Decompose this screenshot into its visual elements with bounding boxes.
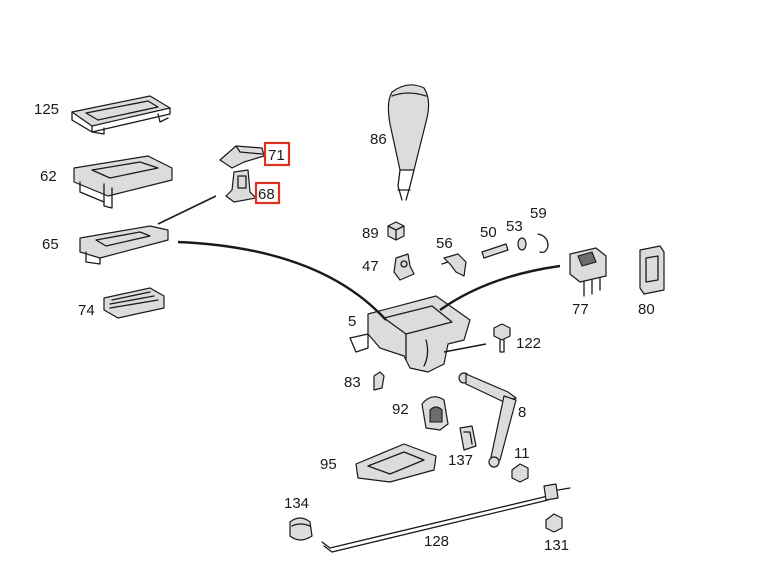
label-92: 92 (392, 401, 409, 418)
label-56: 56 (436, 235, 453, 252)
label-80: 80 (638, 301, 655, 318)
part-59-circlip (537, 233, 549, 254)
part-8-lever-arm (458, 372, 517, 468)
label-74: 74 (78, 302, 95, 319)
part-134-grommet (289, 517, 313, 541)
label-11: 11 (514, 445, 530, 462)
part-80-module (639, 245, 665, 295)
part-131-nut (545, 513, 563, 533)
part-137-clip (459, 425, 477, 451)
label-89: 89 (362, 225, 379, 242)
part-77-switch (569, 247, 607, 297)
part-86-shift-knob (387, 84, 430, 201)
part-56-lever (441, 253, 467, 277)
part-89-nut (387, 221, 405, 241)
label-122: 122 (516, 335, 541, 352)
part-83-pin (373, 371, 385, 391)
label-62: 62 (40, 168, 57, 185)
part-128-cable-rod (321, 483, 571, 553)
part-71-clip (219, 145, 265, 169)
highlight-box-71 (263, 141, 291, 167)
leader-lines (157, 195, 561, 353)
part-65-selector-plate (79, 225, 169, 265)
label-5: 5 (348, 313, 356, 330)
label-8: 8 (518, 404, 526, 421)
part-95-gasket (355, 443, 437, 483)
label-50: 50 (480, 224, 497, 241)
label-134: 134 (284, 495, 309, 512)
part-50-pin (481, 243, 509, 259)
highlight-box-68 (254, 181, 281, 205)
part-92-bushing (421, 396, 449, 431)
label-131: 131 (544, 537, 569, 554)
label-137: 137 (448, 452, 473, 469)
part-11-nut (511, 463, 529, 483)
label-53: 53 (506, 218, 523, 235)
part-5-shifter-housing (349, 295, 471, 373)
label-71: 71 (268, 147, 285, 164)
part-68-lock-piece (225, 169, 257, 203)
label-68: 68 (258, 186, 275, 203)
label-47: 47 (362, 258, 379, 275)
part-125-trim-frame (71, 95, 171, 135)
label-125: 125 (34, 101, 59, 118)
part-47-bracket (393, 253, 415, 281)
label-86: 86 (370, 131, 387, 148)
label-77: 77 (572, 301, 589, 318)
part-74-boot (103, 287, 165, 319)
label-128: 128 (424, 533, 449, 550)
part-62-console-insert (73, 155, 173, 209)
label-65: 65 (42, 236, 59, 253)
label-95: 95 (320, 456, 337, 473)
part-53-washer (517, 237, 527, 251)
label-83: 83 (344, 374, 361, 391)
part-122-bolt (493, 323, 511, 353)
label-59: 59 (530, 205, 547, 222)
